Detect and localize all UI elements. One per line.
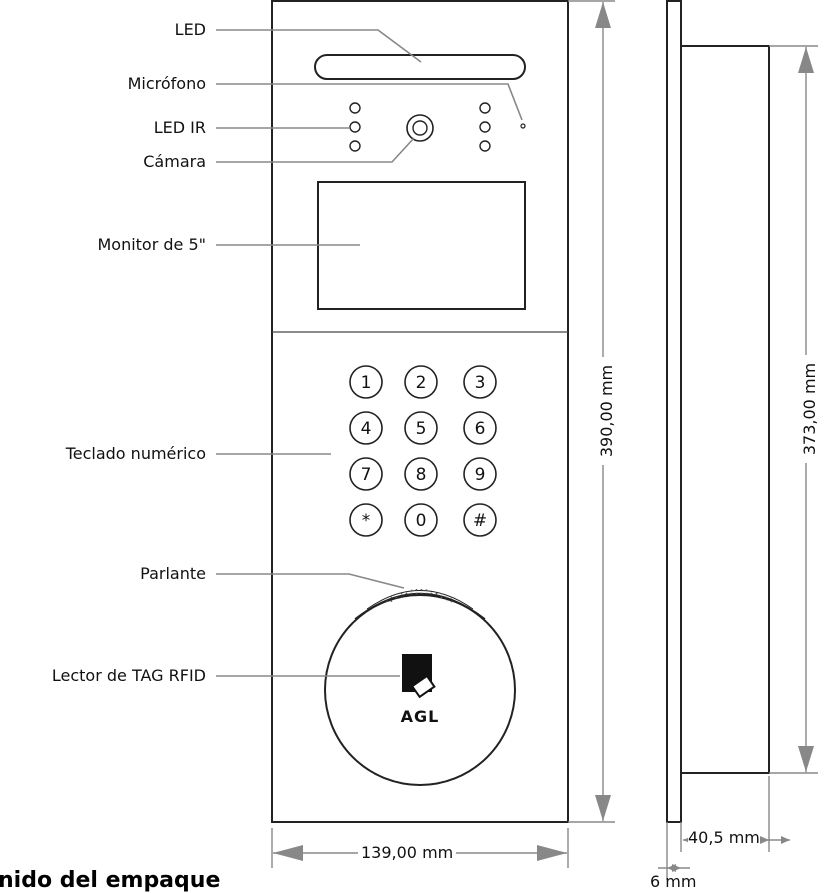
monitor-screen [317,181,526,310]
key-button [349,457,383,491]
key-button [404,457,438,491]
label-led: LED [174,20,206,39]
microphone-hole [520,123,526,129]
dim-side-height: 373,00 mm [800,355,819,463]
ir-led [349,102,361,114]
ir-led [479,140,491,152]
key-label: 6 [475,419,486,439]
speaker-dots [385,589,455,604]
dim-front-width: 139,00 mm [358,844,457,862]
key-label: 9 [475,465,486,485]
dim-thickness: 6 mm [650,872,697,891]
led-strip [314,54,526,80]
label-monitor: Monitor de 5" [97,235,206,254]
dim-side-depth: 40,5 mm [688,828,760,847]
dimension-arrows [273,2,814,872]
key-label: 5 [416,419,427,439]
ir-led [349,140,361,152]
key-label: 2 [416,373,427,393]
key-button [404,411,438,445]
label-keypad: Teclado numérico [65,444,206,463]
ir-led [349,121,361,133]
side-panel [666,0,682,823]
ir-led [479,102,491,114]
key-label: 1 [361,373,372,393]
camera-lens [412,120,428,136]
label-camera: Cámara [143,152,206,171]
key-label: 7 [361,465,372,485]
key-button [404,503,438,537]
key-label: * [362,511,371,531]
rfid-tag-icon [410,674,436,699]
brand-logo: AGL [400,707,440,726]
key-button [349,411,383,445]
key-label: # [473,511,487,531]
label-microphone: Micrófono [127,74,206,93]
key-button [349,503,383,537]
footer-heading: nido del empaque [0,868,221,893]
key-label: 4 [361,419,372,439]
dim-front-height: 390,00 mm [597,357,616,465]
key-button [463,503,497,537]
key-label: 8 [416,465,427,485]
ir-led [479,121,491,133]
label-rfid-reader: Lector de TAG RFID [51,666,206,685]
key-label: 3 [475,373,486,393]
key-button [463,411,497,445]
label-speaker: Parlante [140,564,206,583]
side-body [680,45,770,774]
keypad: 1 2 3 4 5 6 7 8 9 * 0 # [349,365,497,537]
key-button [463,457,497,491]
key-label: 0 [416,511,427,531]
label-ir-led: LED IR [153,118,206,137]
key-button [404,365,438,399]
key-button [463,365,497,399]
callout-lines [216,29,523,677]
key-button [349,365,383,399]
